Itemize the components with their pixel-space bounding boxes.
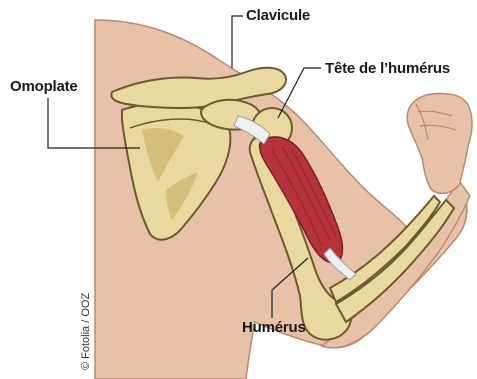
fist [407, 93, 472, 193]
label-omoplate: Omoplate [10, 78, 78, 95]
label-clavicule: Clavicule [246, 7, 310, 24]
leader-clavicule [232, 16, 243, 68]
label-humerus: Humérus [242, 319, 306, 336]
label-tete-humerus: Tête de l’humérus [325, 60, 450, 77]
photo-credit: © Fotolia / OOZ [80, 293, 92, 370]
